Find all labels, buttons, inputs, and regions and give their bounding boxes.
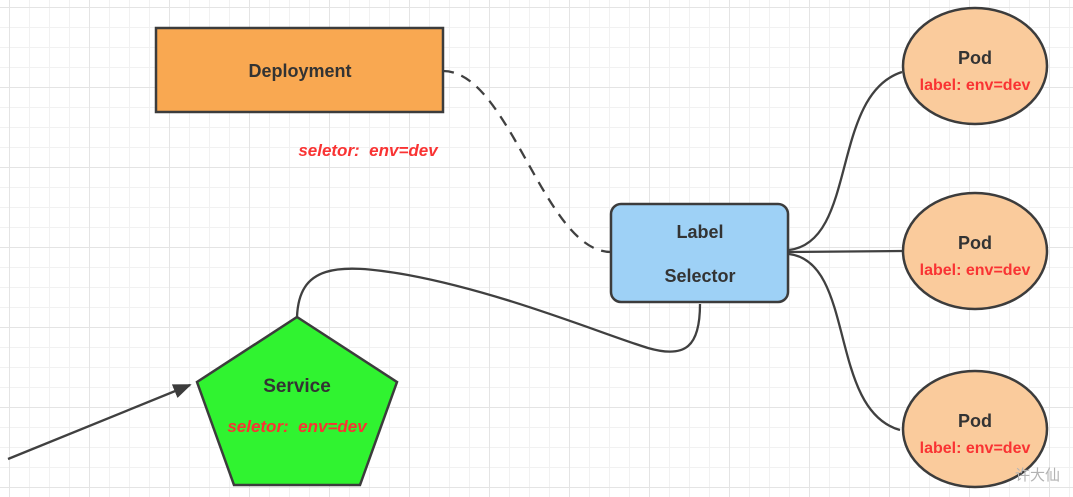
pod-1-sublabel: label: env=dev	[920, 77, 1031, 94]
pod-1-label: Pod	[958, 48, 992, 68]
deployment-selector-note: seletor: env=dev	[298, 141, 439, 160]
pod-3-shape	[901, 369, 1049, 489]
service-label: Service	[263, 376, 331, 397]
pod-2-sublabel: label: env=dev	[920, 262, 1031, 279]
pod-2-shape	[901, 191, 1049, 311]
service-to-selector-link	[295, 267, 702, 353]
selector-to-pod-1-link	[788, 70, 903, 252]
label-selector-node	[609, 202, 790, 304]
pod-node-1: Pod label: env=dev	[901, 6, 1049, 126]
service-selector-note: seletor: env=dev	[227, 417, 368, 436]
deployment-to-selector-dashed-link	[442, 69, 612, 254]
pod-3-sublabel: label: env=dev	[920, 440, 1031, 457]
deployment-label: Deployment	[248, 61, 351, 81]
pod-3-label: Pod	[958, 411, 992, 431]
pod-node-3: Pod label: env=dev	[901, 369, 1049, 489]
selector-to-pod-2-link	[788, 249, 904, 254]
label-selector-label-line1: Label	[676, 222, 723, 242]
pod-1-shape	[901, 6, 1049, 126]
service-inbound-arrow	[7, 383, 192, 461]
selector-to-pod-3-link	[788, 252, 901, 432]
label-selector-label-line2: Selector	[664, 266, 735, 286]
deployment-node	[154, 26, 445, 114]
pod-node-2: Pod label: env=dev	[901, 191, 1049, 311]
service-node	[195, 315, 399, 487]
pod-2-label: Pod	[958, 233, 992, 253]
watermark: 许大仙	[1015, 466, 1060, 484]
